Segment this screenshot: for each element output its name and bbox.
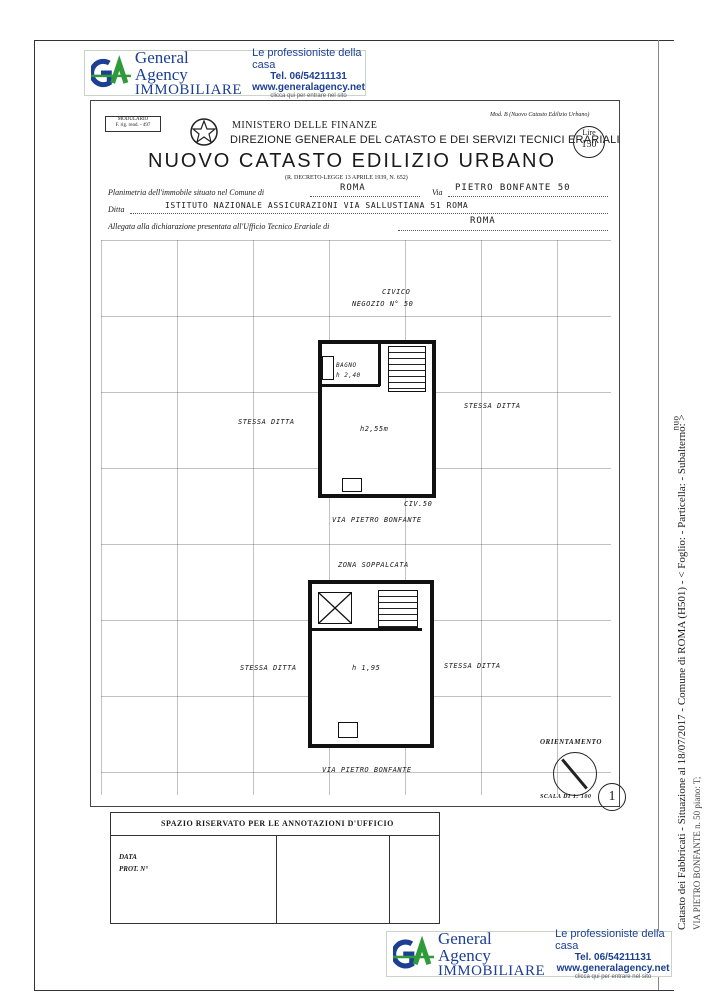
planimetria-label: Planimetria dell'immobile situato nel Co… — [108, 188, 265, 197]
trim-line-top — [34, 40, 674, 41]
trim-line-left — [34, 40, 35, 990]
lire-stamp: Lire 150 — [573, 126, 605, 158]
trim-line-right — [658, 40, 659, 990]
sheet-number: 1 — [598, 783, 626, 811]
agency-banner-bottom[interactable]: General Agency IMMOBILIARE Le profession… — [386, 928, 672, 980]
ditta-value: ISTITUTO NAZIONALE ASSICURAZIONI VIA SAL… — [165, 201, 469, 210]
page-title: NUOVO CATASTO EDILIZIO URBANO — [148, 150, 557, 172]
ground-entrance-box — [342, 478, 362, 492]
agency-brand-bottom: General Agency IMMOBILIARE — [438, 930, 545, 979]
mod-b-note: Mod. B (Nuovo Catasto Edilizio Urbano) — [490, 112, 590, 118]
decreto-note: (R. DECRETO-LEGGE 13 APRILE 1939, N. 652… — [285, 175, 408, 181]
side-stamp-fragment: nuo — [670, 415, 681, 431]
ditta-dotline — [130, 213, 608, 214]
agency-website-link-bottom[interactable]: www.generalagency.net — [556, 962, 670, 974]
agency-contact-bottom: Le professioniste della casa Tel. 06/542… — [555, 928, 671, 981]
stessa-ditta-right2: STESSA DITTA — [444, 662, 501, 670]
staircase-ground — [388, 346, 426, 392]
ministry-title: MINISTERO DELLE FINANZE — [232, 120, 378, 131]
agency-logo-icon-bottom — [393, 936, 434, 969]
agency-brand-line2: IMMOBILIARE — [134, 81, 243, 98]
annotations-divider-2 — [389, 835, 390, 923]
agency-phone: Tel. 06/54211131 — [270, 70, 347, 82]
civico-label: CIVICO — [382, 288, 411, 296]
via-dotline — [448, 196, 608, 197]
bagno-height: h 2,40 — [336, 372, 361, 379]
stessa-ditta-left2: STESSA DITTA — [240, 664, 297, 672]
direzione-title: DIREZIONE GENERALE DEL CATASTO E DEI SER… — [230, 134, 620, 146]
civ50-label: CIV.50 — [404, 500, 433, 508]
street-label-lower: VIA PIETRO BONFANTE — [322, 766, 412, 774]
trim-line-bottom — [34, 990, 674, 991]
street-label-upper: VIA PIETRO BONFANTE — [332, 516, 422, 524]
cadastre-side-stamp-address: VIA PIETRO BONFANTE n. 50 piano: T; — [692, 776, 702, 930]
allegata-label: Allegata alla dichiarazione presentata a… — [108, 222, 330, 231]
state-emblem-icon — [190, 118, 218, 146]
lire-value: 150 — [581, 139, 597, 150]
agency-tagline: Le professioniste della casa — [252, 46, 362, 71]
mezzanine-wall — [312, 628, 422, 631]
annotations-divider-1 — [276, 835, 277, 923]
lire-label: Lire — [582, 128, 596, 137]
mezzanine-void-box — [318, 592, 352, 624]
bagno-label: BAGNO — [336, 362, 357, 369]
agency-tagline-bottom: Le professioniste della casa — [555, 927, 665, 952]
comune-value: ROMA — [340, 183, 366, 193]
agency-phone-bottom: Tel. 06/54211131 — [574, 951, 652, 963]
cadastre-side-stamp: Catasto dei Fabbricati - Situazione al 1… — [676, 414, 688, 930]
via-label: Via — [432, 188, 443, 197]
via-value: PIETRO BONFANTE 50 — [455, 183, 571, 193]
cadastral-form-sheet — [90, 100, 620, 807]
agency-contact: Le professioniste della casa Tel. 06/542… — [252, 47, 365, 100]
zona-label: ZONA SOPPALCATA — [338, 561, 409, 569]
ground-door-gap — [372, 486, 402, 490]
modulario-code: F. rig. rend. - 497 — [115, 123, 151, 128]
scale-label: SCALA DI 1: 100 — [540, 794, 592, 800]
ditta-label: Ditta — [108, 205, 125, 214]
annotations-table: SPAZIO RISERVATO PER LE ANNOTAZIONI D'UF… — [110, 812, 440, 924]
agency-note-bottom: clicca qui per entrare nel sito — [574, 973, 652, 980]
agency-banner-top[interactable]: General Agency IMMOBILIARE Le profession… — [84, 47, 366, 99]
agency-brand-line1-bottom: General Agency — [437, 928, 492, 965]
annotations-title: SPAZIO RISERVATO PER LE ANNOTAZIONI D'UF… — [161, 819, 394, 828]
orientamento-label: ORIENTAMENTO — [540, 738, 602, 746]
prot-field-label: PROT. N° — [119, 865, 148, 873]
modulario-label: MODULARIO — [117, 117, 149, 122]
allegata-value: ROMA — [470, 216, 496, 226]
north-compass-icon — [553, 752, 597, 796]
bathroom-wall — [378, 344, 381, 386]
bathroom-fixture — [322, 356, 334, 380]
allegata-dotline — [398, 230, 608, 231]
agency-website-link[interactable]: www.generalagency.net — [252, 81, 365, 93]
agency-brand-line1: General Agency — [134, 47, 189, 84]
stessa-ditta-right: STESSA DITTA — [464, 402, 521, 410]
modulario-box: MODULARIO F. rig. rend. - 497 — [105, 116, 161, 132]
mezzanine-height: h 1,95 — [352, 664, 381, 672]
agency-brand: General Agency IMMOBILIARE — [135, 49, 242, 98]
agency-brand-line2-bottom: IMMOBILIARE — [437, 962, 546, 979]
comune-dotline — [310, 196, 420, 197]
stessa-ditta-left: STESSA DITTA — [238, 418, 295, 426]
negozio-label: NEGOZIO N° 50 — [352, 300, 414, 308]
data-field-label: DATA — [119, 853, 137, 861]
annotations-header: SPAZIO RISERVATO PER LE ANNOTAZIONI D'UF… — [111, 813, 439, 836]
bathroom-wall-bottom — [322, 384, 380, 387]
ground-height: h2,55m — [360, 425, 389, 433]
agency-note: clicca qui per entrare nel sito — [270, 92, 347, 99]
agency-logo-icon — [91, 55, 131, 88]
mezzanine-entrance-box — [338, 722, 358, 738]
staircase-mezzanine — [378, 590, 418, 628]
